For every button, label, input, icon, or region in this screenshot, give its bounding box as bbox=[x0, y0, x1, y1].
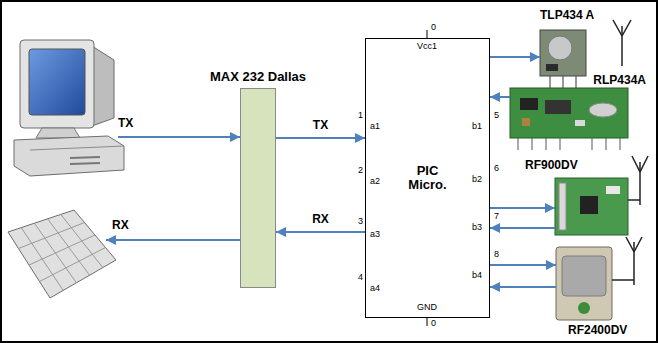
pin-name: b2 bbox=[472, 174, 482, 185]
signal-arrow bbox=[490, 56, 540, 58]
signal-arrow bbox=[490, 207, 555, 209]
pin-name: a3 bbox=[370, 229, 380, 240]
pin-number: 4 bbox=[358, 272, 363, 283]
pin-number: 0 bbox=[431, 318, 436, 329]
pin-number: 5 bbox=[494, 110, 499, 121]
box-label: TLP434 A bbox=[540, 8, 594, 22]
transceiver-module: RF2400DV bbox=[556, 247, 612, 320]
pin-name: Vcc1 bbox=[417, 41, 437, 52]
signal-name: TX bbox=[313, 118, 328, 132]
pin-name: b1 bbox=[472, 121, 482, 132]
signal-arrow bbox=[490, 286, 556, 288]
pin-number: 2 bbox=[358, 165, 363, 176]
signal-arrow bbox=[490, 227, 555, 229]
pin-number: 0 bbox=[431, 22, 436, 33]
pin-name: a1 bbox=[370, 121, 380, 132]
antenna-symbol bbox=[626, 237, 642, 285]
box-label: RLP434A bbox=[593, 73, 646, 87]
rf2400-picture bbox=[556, 247, 634, 320]
transceiver-module: RF900DV bbox=[555, 178, 628, 235]
rf900-picture bbox=[555, 178, 640, 235]
signal-name: RX bbox=[112, 218, 129, 232]
pin-name: a4 bbox=[370, 283, 380, 294]
transmitter-picture bbox=[540, 30, 586, 90]
pin-number: 7 bbox=[494, 211, 499, 222]
pin-number: 3 bbox=[358, 216, 363, 227]
pin-number: 8 bbox=[494, 249, 499, 260]
pin-name: GND bbox=[417, 302, 437, 313]
box-label: MAX 232 Dallas bbox=[210, 70, 306, 84]
receiver-module: RLP434A bbox=[510, 88, 628, 138]
antenna-symbol bbox=[613, 20, 631, 66]
signal-arrow bbox=[276, 231, 365, 233]
serial-arrows bbox=[106, 137, 240, 240]
signal-arrow bbox=[490, 264, 556, 266]
interface-ic-box: MAX 232 Dallas bbox=[240, 88, 276, 288]
pin-name: b3 bbox=[472, 222, 482, 233]
signal-arrow bbox=[490, 96, 510, 98]
signal-name: TX bbox=[118, 116, 133, 130]
pin-name: a2 bbox=[370, 176, 380, 187]
signal-arrow bbox=[276, 137, 365, 139]
computer-illustration bbox=[8, 40, 124, 298]
receiver-picture bbox=[510, 88, 628, 150]
pin-number: 6 bbox=[494, 163, 499, 174]
transmitter-module: TLP434 A bbox=[540, 30, 586, 76]
signal-name: RX bbox=[312, 212, 329, 226]
box-label: RF900DV bbox=[525, 158, 578, 172]
microcontroller-box: PIC Micro. bbox=[365, 38, 490, 318]
box-label: PIC Micro. bbox=[403, 164, 453, 192]
pin-number: 1 bbox=[358, 110, 363, 121]
box-label: RF2400DV bbox=[568, 323, 627, 337]
pin-name: b4 bbox=[472, 270, 482, 281]
antenna-symbol bbox=[632, 156, 648, 205]
